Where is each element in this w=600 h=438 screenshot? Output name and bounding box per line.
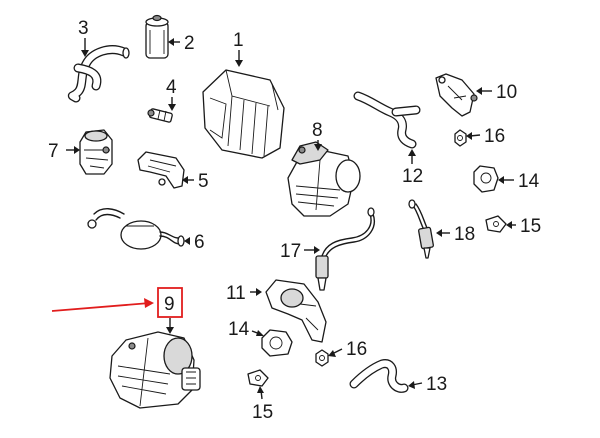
callout-labels: 3 2 1 4 7 5 6 8 10 16 12 14 15 17 18 11 … [48,18,541,423]
callout-16-upper: 16 [484,126,505,147]
part-12-hose [353,91,421,149]
part-16-nut-upper [454,129,467,147]
part-15-gasket-upper [485,215,507,233]
part-4-sensor [147,108,173,123]
callout-15-upper: 15 [520,216,541,237]
callout-14-lower: 14 [228,319,250,340]
part-18-oxygen-sensor [408,199,434,259]
callout-7: 7 [48,141,59,162]
callout-6: 6 [194,232,205,253]
callout-10: 10 [496,82,517,103]
part-8-air-pump [287,141,361,217]
leader-lines [66,38,516,400]
highlight-box [157,287,183,318]
part-14-housing-upper [473,165,499,193]
part-13-hose [349,359,409,393]
callout-13: 13 [426,374,447,395]
callout-3: 3 [78,18,89,39]
part-2-canister [145,14,169,59]
callout-2: 2 [184,33,195,54]
callout-15-lower: 15 [252,402,273,423]
highlight-arrow [51,298,154,312]
callout-18: 18 [454,224,475,245]
callout-12: 12 [402,166,423,187]
part-11-manifold [265,279,327,343]
callout-16-lower: 16 [346,339,367,360]
callout-4: 4 [166,77,177,98]
callout-17: 17 [280,241,301,262]
part-5-bracket [137,151,185,189]
part-6-canister-lines [87,208,185,250]
callout-5: 5 [198,171,209,192]
part-15-gasket-lower [247,369,269,387]
part-7-housing [79,129,113,175]
part-16-nut-lower [315,349,329,367]
part-1-air-box [202,69,285,159]
callout-8: 8 [312,120,323,141]
callout-14-upper: 14 [518,171,540,192]
part-3-hose [67,45,130,103]
callout-1: 1 [233,30,244,51]
part-9-air-pump [109,331,201,409]
part-17-oxygen-sensor [315,207,375,291]
part-14-housing-lower [261,329,293,357]
part-10-bracket [435,73,478,117]
callout-11: 11 [226,283,246,304]
callout-9: 9 [164,294,175,315]
